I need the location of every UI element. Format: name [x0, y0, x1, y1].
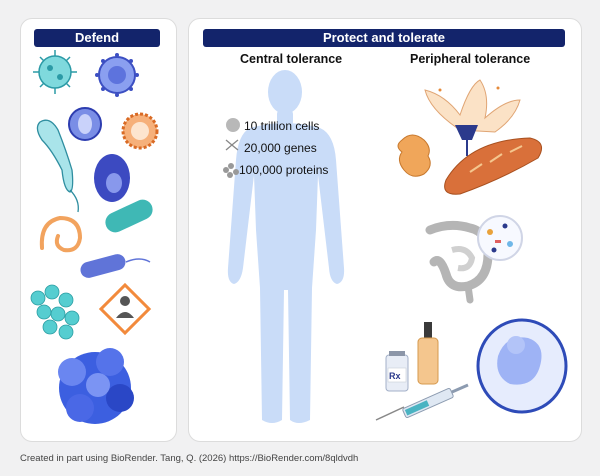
phage-icon: [36, 119, 79, 213]
fetus-icon: [476, 318, 568, 414]
stat-proteins: 100,000 proteins: [239, 163, 329, 177]
bread-icon: [444, 137, 543, 195]
worm-icon: [39, 215, 83, 253]
footer-credit: Created in part using BioRender. Tang, Q…: [20, 453, 359, 464]
syringe-icon: [375, 383, 469, 421]
virus-teal-icon: [33, 50, 77, 94]
virus-orange-icon: [121, 112, 159, 150]
stat-genes: 20,000 genes: [244, 141, 317, 155]
dropper-bottle-icon: [417, 322, 439, 385]
dna-icon: [225, 139, 239, 151]
microbiome-magnifier-icon: [477, 215, 523, 261]
human-body-icon: [227, 70, 345, 423]
virus-blue-icon: [95, 53, 139, 97]
cocci-icon: [30, 284, 80, 340]
hazard-sign-icon: [98, 282, 152, 336]
flower-icon: [424, 79, 521, 156]
virus-purple-icon: [68, 107, 102, 141]
rx-label: Rx: [389, 371, 401, 381]
protein-icon: [223, 163, 239, 178]
central-tolerance-heading: Central tolerance: [240, 52, 343, 66]
protect-banner: Protect and tolerate: [203, 29, 565, 47]
parasite-icon: [94, 154, 130, 202]
defend-banner: Defend: [34, 29, 160, 47]
stat-cells: 10 trillion cells: [244, 119, 320, 133]
cell-icon: [226, 118, 240, 132]
tumor-icon: [58, 348, 134, 424]
peanut-icon: [397, 134, 431, 177]
peripheral-tolerance-heading: Peripheral tolerance: [410, 52, 531, 66]
intestine-icon: [425, 220, 493, 304]
bacterium-purple-icon: [80, 254, 151, 278]
vial-icon: [385, 351, 409, 392]
bacterium-teal-icon: [105, 199, 153, 233]
